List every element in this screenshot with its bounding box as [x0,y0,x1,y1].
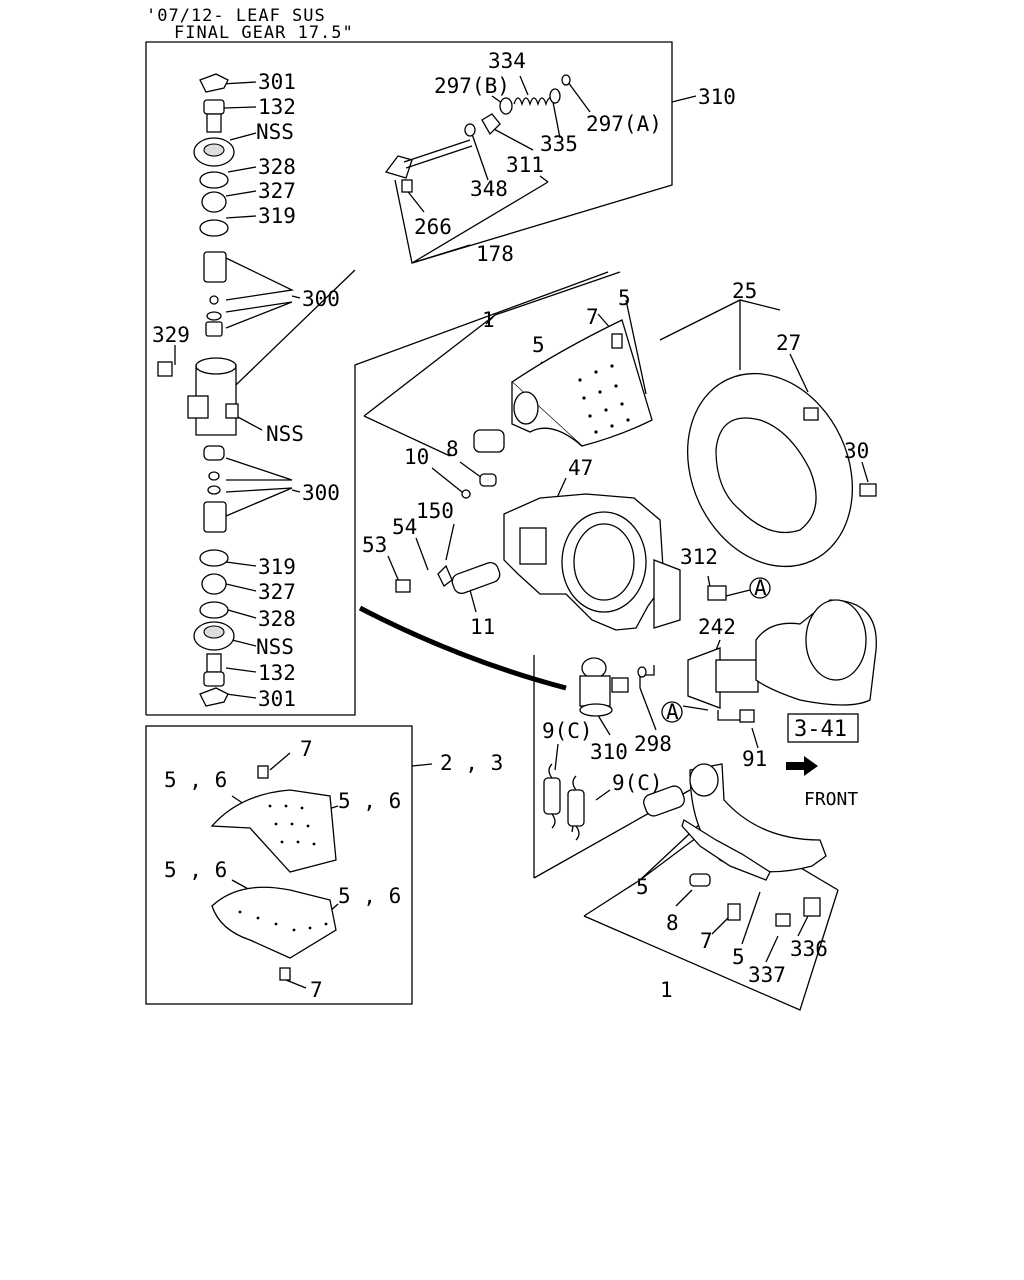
label-7-upper: 7 [586,305,599,329]
label-337: 337 [748,963,786,987]
label-8-upper: 8 [446,437,459,461]
label-300-top: 300 [302,287,340,311]
reference-box [787,713,859,743]
label-11: 11 [470,615,495,639]
label-5-upper-left: 5 [532,333,545,357]
callout-a-circle-1 [749,577,771,599]
label-178: 178 [476,242,514,266]
header-line-1: '07/12- LEAF SUS [146,6,326,26]
label-7-inset-top: 7 [300,737,313,761]
label-30: 30 [844,439,869,463]
label-9c-left: 9(C) [542,719,593,743]
label-319-top: 319 [258,204,296,228]
label-9c-right: 9(C) [612,771,663,795]
label-242: 242 [698,615,736,639]
spring-brake-part-stack [157,73,239,707]
label-91: 91 [742,747,767,771]
pointer-curve [358,605,567,691]
label-10: 10 [404,445,429,469]
label-300-bottom: 300 [302,481,340,505]
label-335: 335 [540,132,578,156]
label-348: 348 [470,177,508,201]
label-nss-top: NSS [256,120,294,144]
label-319-bottom: 319 [258,555,296,579]
label-2-3: 2 , 3 [440,751,503,775]
label-5-6-inset-3: 5 , 6 [164,858,227,882]
label-298: 298 [634,732,672,756]
label-5-6-inset-1: 5 , 6 [164,768,227,792]
label-311: 311 [506,153,544,177]
label-266: 266 [414,215,452,239]
return-springs [543,763,585,841]
callout-a-circle-2 [661,701,683,723]
upper-brake-shoe [461,319,653,499]
label-8-lower: 8 [666,911,679,935]
label-53: 53 [362,533,387,557]
label-a-2: A [666,700,679,724]
reference-box-label: 3-41 [794,717,847,742]
front-arrow-icon [786,756,818,776]
brake-actuator [579,585,727,717]
brake-spider [395,493,681,631]
label-5-6-inset-2: 5 , 6 [338,789,401,813]
label-a-1: A [754,576,767,600]
label-7-inset-bottom: 7 [310,978,323,1002]
label-5-upper-right: 5 [618,286,631,310]
label-328-top: 328 [258,155,296,179]
label-47: 47 [568,456,593,480]
inset-shoe-linings [210,765,337,981]
label-328-bottom: 328 [258,607,296,631]
label-5-lower-left: 5 [636,875,649,899]
header-line-2: FINAL GEAR 17.5" [174,23,354,43]
label-nss-mid: NSS [266,422,304,446]
label-25: 25 [732,279,757,303]
label-7-lower: 7 [700,929,713,953]
label-312: 312 [680,545,718,569]
label-327-bottom: 327 [258,580,296,604]
lower-brake-shoe [643,763,827,927]
label-329: 329 [152,323,190,347]
label-5-lower-right: 5 [732,945,745,969]
wedge-plunger-parts [384,74,571,193]
brake-chamber [687,599,877,723]
label-54: 54 [392,515,417,539]
label-1-upper: 1 [482,308,495,332]
label-310-top: 310 [698,85,736,109]
label-nss-bottom: NSS [256,635,294,659]
label-301-bottom: 301 [258,687,296,711]
label-132-bottom: 132 [258,661,296,685]
label-297a: 297(A) [586,112,662,136]
label-1-lower: 1 [660,978,673,1002]
part-labels: 301 132 NSS 328 327 319 300 329 NSS 300 … [152,49,869,1002]
label-327-top: 327 [258,179,296,203]
label-336: 336 [790,937,828,961]
label-27: 27 [776,331,801,355]
label-132-top: 132 [258,95,296,119]
label-297b: 297(B) [434,74,510,98]
dust-shield [686,372,877,568]
label-334: 334 [488,49,526,73]
front-label: FRONT [804,789,858,810]
label-310-bottom: 310 [590,740,628,764]
label-301-top: 301 [258,70,296,94]
label-150: 150 [416,499,454,523]
label-5-6-inset-4: 5 , 6 [338,884,401,908]
